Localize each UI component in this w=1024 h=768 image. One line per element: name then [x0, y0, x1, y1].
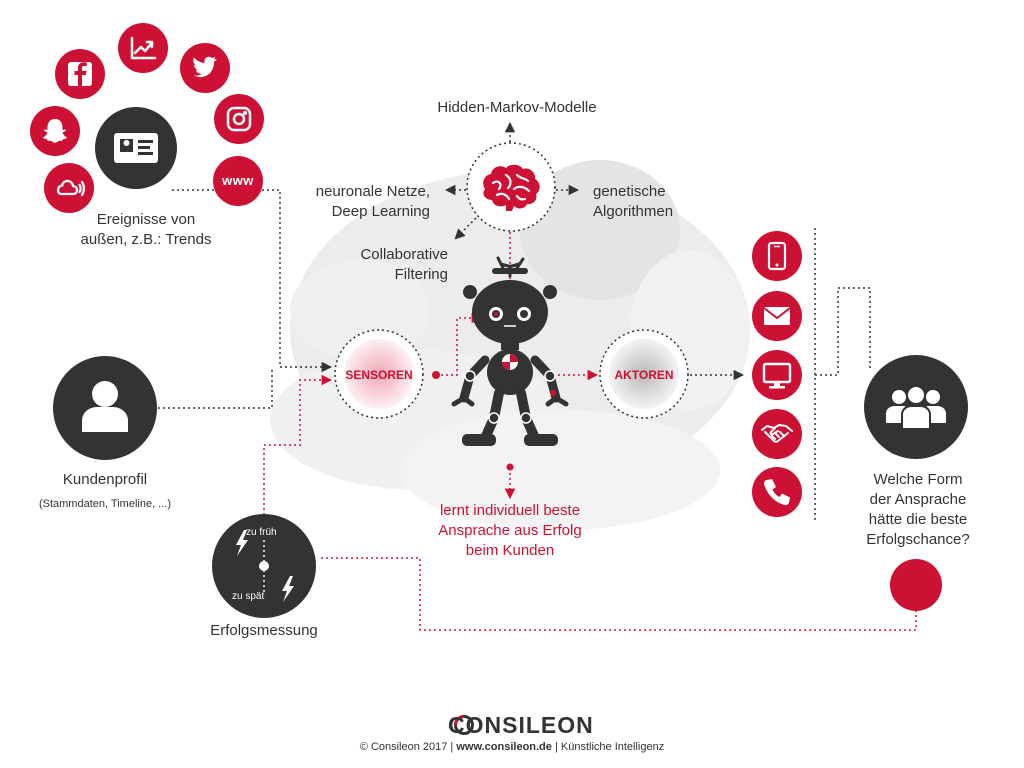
line-sensors-to-robot [436, 312, 483, 376]
measurement-center-dot [259, 561, 269, 571]
snapchat-icon [43, 119, 67, 143]
line-feedback-loop [318, 557, 917, 631]
customer-label: Kundenprofil (Stammdaten, Timeline, ...) [20, 470, 190, 514]
cloud-circle [44, 163, 94, 213]
question-line4: Erfolgschance? [866, 531, 970, 548]
neural-label: neuronale Netze, Deep Learning [280, 182, 430, 222]
logo-ring [454, 715, 474, 735]
neural-label-line1: neuronale Netze, [315, 183, 430, 200]
group-icon [886, 385, 946, 430]
genetic-label-line1: genetische [593, 183, 666, 200]
actors-label: AKTOREN [614, 368, 674, 382]
learning-line3: beim Kunden [465, 542, 555, 559]
brain-icon [483, 164, 540, 211]
footer-credits: © Consileon 2017 | www.consileon.de | Kü… [312, 740, 712, 754]
customer-subtitle: (Stammdaten, Timeline, ...) [38, 498, 172, 510]
line-events-to-sensors [172, 189, 333, 373]
neural-label-line2: Deep Learning [331, 203, 430, 220]
question-line1: Welche Form [873, 471, 963, 488]
footer-topic: | Künstliche Intelligenz [554, 741, 665, 753]
robot-out-dot [506, 463, 514, 471]
hidden-markov-label: Hidden-Markov-Modelle [437, 99, 597, 116]
footer-copyright: © Consileon 2017 | [359, 741, 454, 753]
twitter-icon [193, 56, 217, 77]
smartphone-circle [752, 231, 802, 281]
phone-circle [752, 467, 802, 517]
genetic-label: genetische Algorithmen [593, 182, 713, 222]
line-channels-to-question [815, 287, 871, 376]
events-label-line2: außen, z.B.: Trends [80, 231, 212, 248]
cloud-sound-icon [56, 179, 86, 197]
monitor-circle [752, 350, 802, 400]
sensors-label: SENSOREN [345, 368, 413, 382]
robot-icon [451, 256, 569, 446]
lightning-icon [236, 530, 248, 556]
connector-lines [158, 121, 917, 631]
question-node [864, 355, 968, 611]
feedback-dot [890, 559, 942, 611]
phone-icon [763, 479, 790, 506]
customer-title: Kundenprofil [62, 471, 148, 488]
footer-logo: CONSILEON [448, 711, 593, 739]
email-icon [763, 307, 791, 325]
sensors-out-dot [432, 371, 440, 379]
learning-label: lernt individuell beste Ansprache aus Er… [405, 501, 615, 561]
trend-chart-icon [130, 36, 157, 60]
actors-node [599, 329, 689, 419]
facebook-icon [68, 62, 92, 86]
question-line2: der Ansprache [869, 491, 967, 508]
channel-list [752, 231, 802, 517]
handshake-icon [761, 424, 793, 443]
person-icon [82, 381, 128, 432]
instagram-icon [226, 106, 252, 132]
collab-label-line2: Filtering [394, 266, 448, 283]
events-cluster [30, 23, 264, 213]
smartphone-icon [767, 241, 787, 271]
question-line3: hätte die beste [868, 511, 968, 528]
measurement-node [212, 514, 316, 618]
id-card-icon [114, 133, 158, 163]
events-label: Ereignisse von außen, z.B.: Trends [66, 210, 226, 250]
too-early-label: zu früh [246, 527, 277, 538]
learning-line1: lernt individuell beste [439, 502, 581, 519]
line-customer-to-sensors [158, 367, 273, 409]
learning-line2: Ansprache aus Erfolg [438, 522, 582, 539]
line-measurement-to-sensors [263, 374, 333, 530]
instagram-circle [214, 94, 264, 144]
www-icon: www [222, 173, 254, 188]
events-label-line1: Ereignisse von [96, 211, 196, 228]
footer-logo-text: CONSILEON [448, 712, 594, 738]
too-late-label: zu spät [232, 591, 265, 602]
question-label: Welche Form der Ansprache hätte die best… [848, 470, 988, 550]
sensors-node [334, 329, 424, 419]
measurement-label: Erfolgsmessung [210, 622, 318, 639]
brain-node [466, 142, 556, 232]
collab-label: Collaborative Filtering [310, 245, 448, 285]
customer-node [53, 356, 157, 460]
lightning-icon [282, 576, 294, 602]
genetic-label-line2: Algorithmen [593, 203, 674, 220]
www-circle [213, 156, 263, 206]
collab-label-line1: Collaborative [360, 246, 448, 263]
footer-website[interactable]: www.consileon.de [456, 741, 552, 753]
monitor-icon [762, 362, 792, 389]
